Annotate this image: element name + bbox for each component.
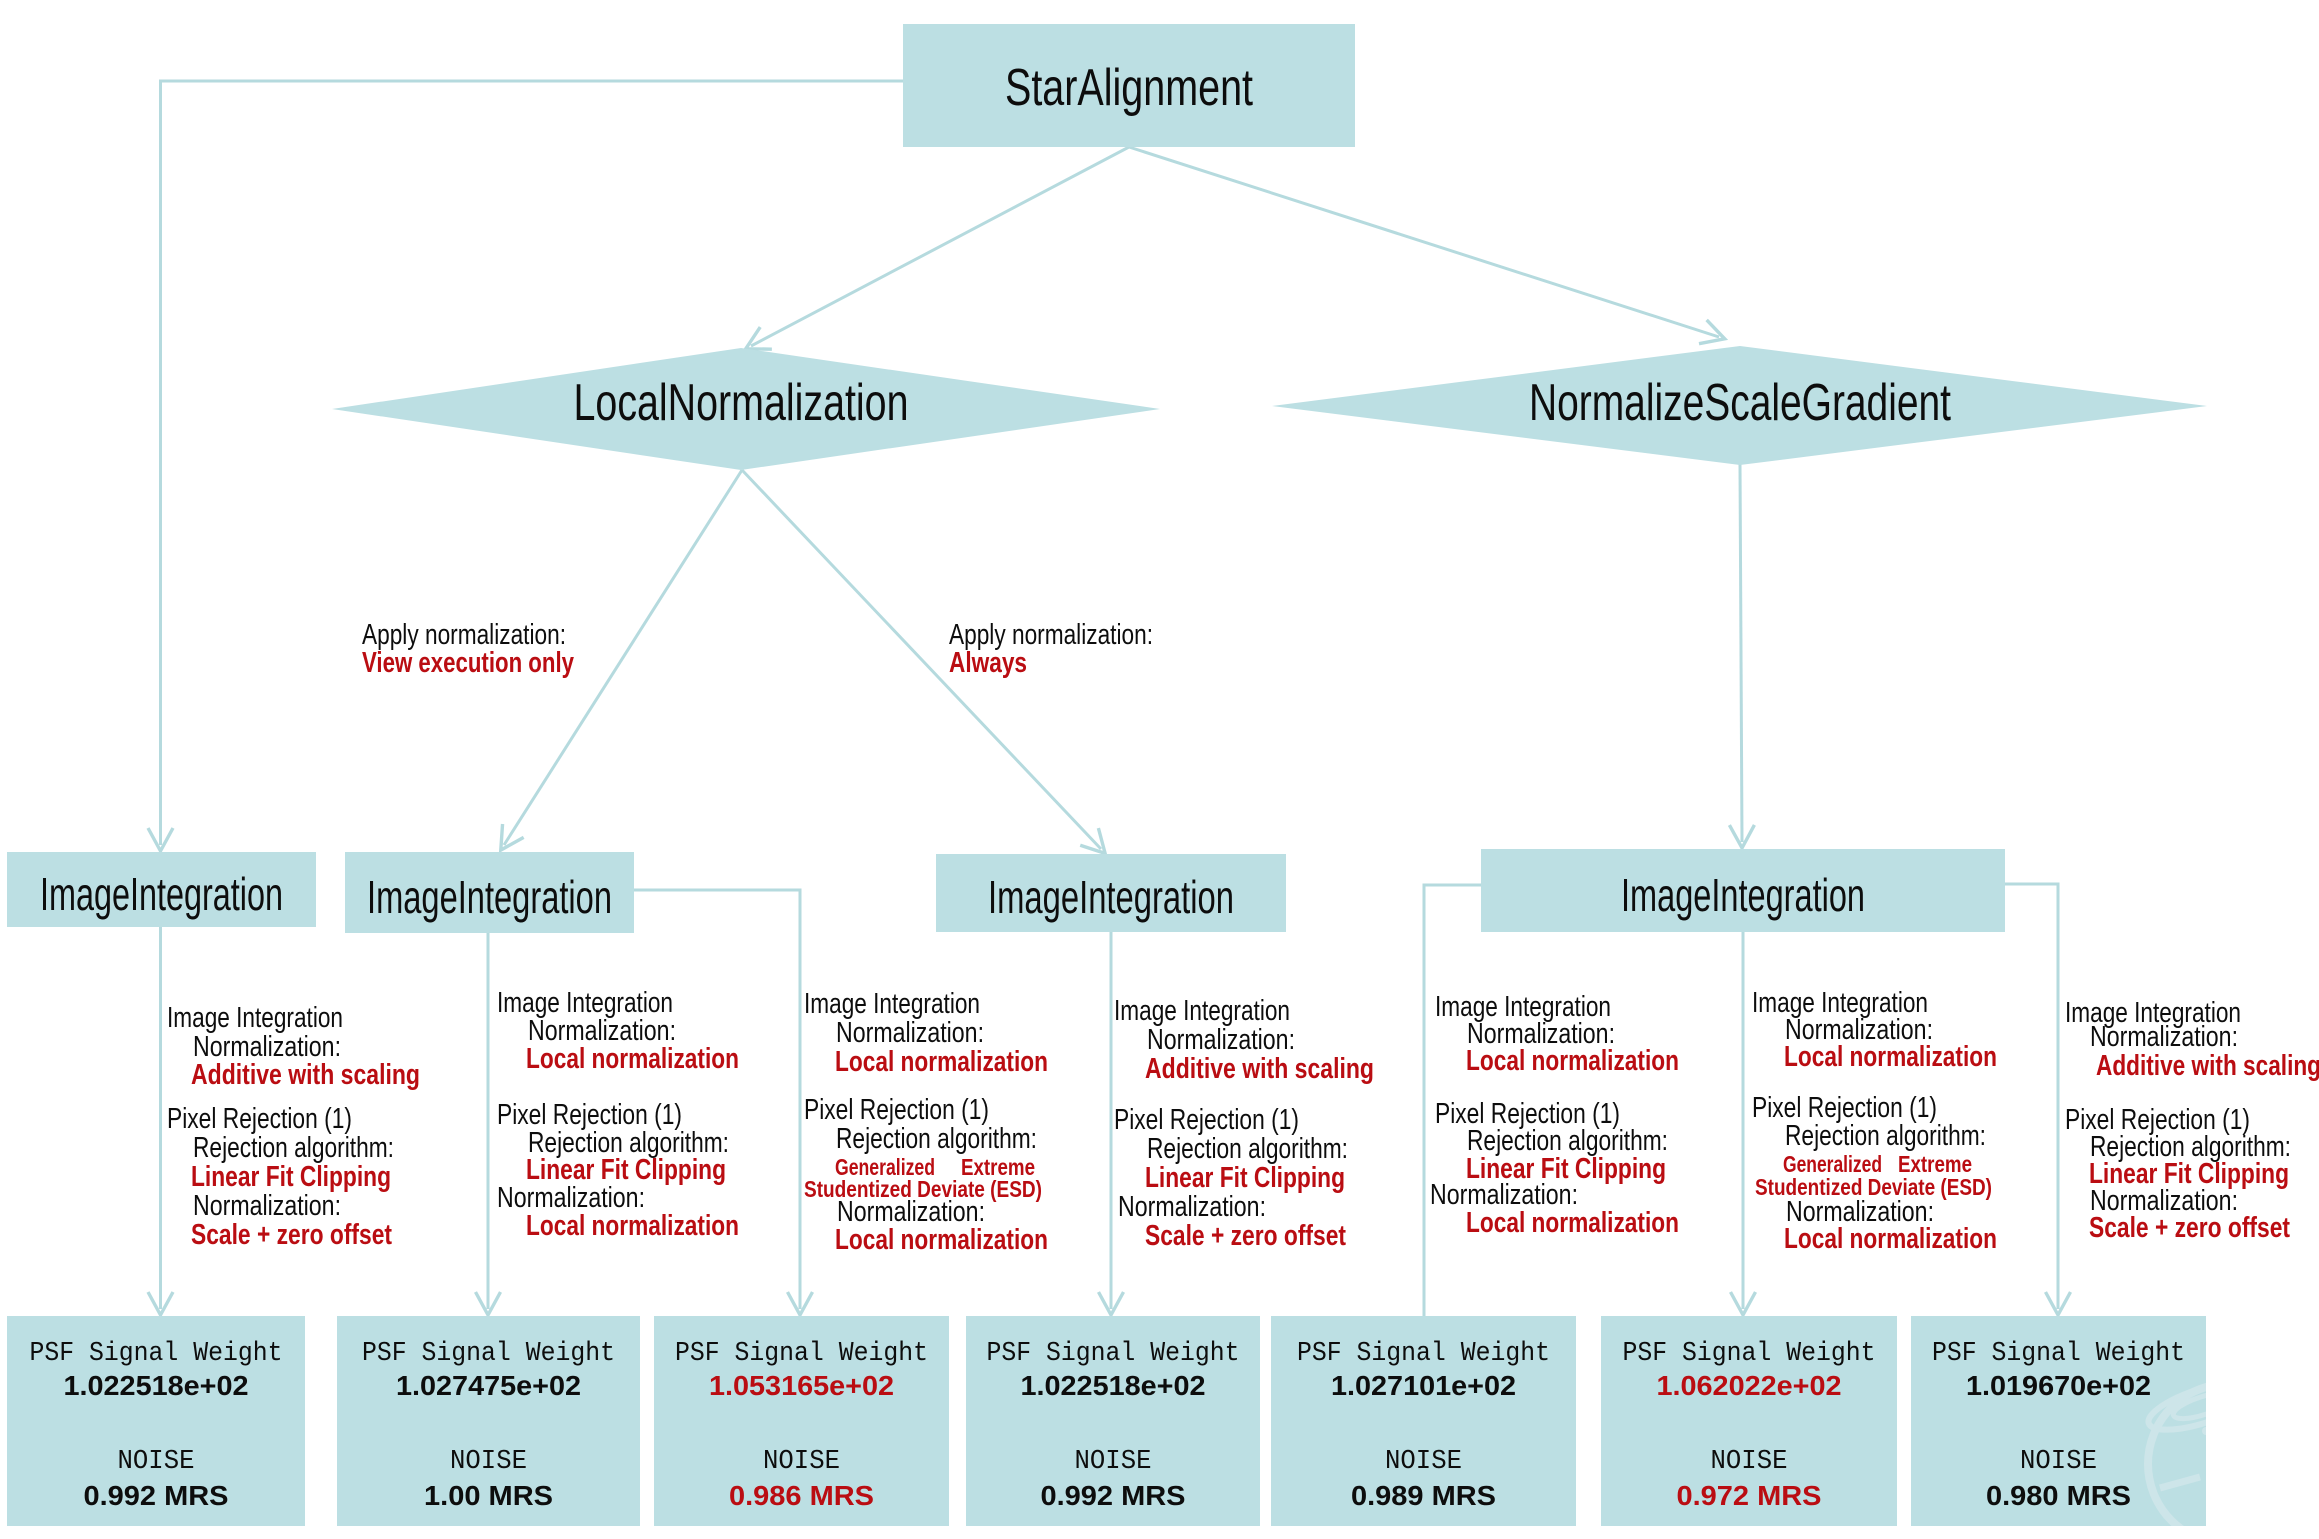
svg-text:Image Integration: Image Integration	[497, 987, 673, 1019]
svg-text:0.972 MRS: 0.972 MRS	[1677, 1480, 1822, 1511]
svg-text:StarAlignment: StarAlignment	[1005, 59, 1253, 117]
svg-text:Rejection algorithm:: Rejection algorithm:	[193, 1132, 394, 1164]
svg-text:1.053165e+02: 1.053165e+02	[709, 1370, 894, 1401]
svg-text:Local normalization: Local normalization	[1466, 1045, 1679, 1077]
svg-text:NOISE: NOISE	[763, 1447, 840, 1477]
svg-text:0.992 MRS: 0.992 MRS	[1041, 1480, 1186, 1511]
svg-text:Studentized Deviate (ESD): Studentized Deviate (ESD)	[804, 1176, 1042, 1202]
svg-text:PSF Signal Weight: PSF Signal Weight	[362, 1339, 615, 1369]
svg-text:Normalization:: Normalization:	[528, 1015, 676, 1047]
svg-text:Normalization:: Normalization:	[1786, 1196, 1934, 1228]
svg-text:Normalization:: Normalization:	[836, 1017, 984, 1049]
svg-text:Rejection algorithm:: Rejection algorithm:	[2090, 1131, 2291, 1163]
svg-text:Extreme: Extreme	[961, 1154, 1035, 1180]
svg-text:LocalNormalization: LocalNormalization	[574, 374, 909, 432]
svg-text:Scale + zero offset: Scale + zero offset	[2089, 1212, 2290, 1244]
svg-text:Local normalization: Local normalization	[526, 1043, 739, 1075]
svg-text:Pixel Rejection (1): Pixel Rejection (1)	[1435, 1098, 1620, 1130]
svg-text:1.027101e+02: 1.027101e+02	[1331, 1370, 1516, 1401]
svg-text:Rejection algorithm:: Rejection algorithm:	[1785, 1120, 1986, 1152]
svg-text:1.062022e+02: 1.062022e+02	[1657, 1370, 1842, 1401]
svg-text:Normalization:: Normalization:	[2090, 1185, 2238, 1217]
svg-text:Linear Fit Clipping: Linear Fit Clipping	[1466, 1153, 1666, 1185]
svg-text:Pixel Rejection (1): Pixel Rejection (1)	[497, 1099, 682, 1131]
svg-text:PSF Signal Weight: PSF Signal Weight	[1297, 1339, 1550, 1369]
svg-text:Local normalization: Local normalization	[1784, 1223, 1997, 1255]
svg-text:NOISE: NOISE	[1385, 1447, 1462, 1477]
svg-text:Studentized Deviate (ESD): Studentized Deviate (ESD)	[1755, 1174, 1992, 1200]
svg-text:View execution only: View execution only	[362, 647, 574, 679]
svg-text:Local normalization: Local normalization	[835, 1046, 1048, 1078]
svg-text:Normalization:: Normalization:	[1467, 1018, 1615, 1050]
svg-text:Pixel Rejection (1): Pixel Rejection (1)	[1752, 1092, 1937, 1124]
svg-text:1.022518e+02: 1.022518e+02	[64, 1370, 249, 1401]
svg-text:Local normalization: Local normalization	[835, 1224, 1048, 1256]
svg-text:Image Integration: Image Integration	[804, 988, 980, 1020]
svg-text:Normalization:: Normalization:	[1118, 1191, 1266, 1223]
svg-text:Normalization:: Normalization:	[193, 1190, 341, 1222]
svg-text:1.00 MRS: 1.00 MRS	[424, 1480, 553, 1511]
svg-text:PSF Signal Weight: PSF Signal Weight	[675, 1339, 928, 1369]
svg-text:ImageIntegration: ImageIntegration	[1621, 869, 1865, 921]
svg-text:ImageIntegration: ImageIntegration	[40, 868, 283, 920]
svg-text:Normalization:: Normalization:	[1785, 1014, 1933, 1046]
svg-text:Rejection algorithm:: Rejection algorithm:	[528, 1127, 729, 1159]
svg-text:Additive with scaling: Additive with scaling	[2096, 1050, 2319, 1082]
svg-text:Generalized: Generalized	[835, 1154, 935, 1180]
svg-text:Scale + zero offset: Scale + zero offset	[191, 1219, 392, 1251]
svg-text:Image Integration: Image Integration	[1435, 991, 1611, 1023]
svg-text:Rejection algorithm:: Rejection algorithm:	[836, 1123, 1037, 1155]
svg-text:NOISE: NOISE	[1711, 1447, 1788, 1477]
svg-text:Additive with scaling: Additive with scaling	[191, 1059, 420, 1091]
svg-text:Local normalization: Local normalization	[526, 1210, 739, 1242]
svg-text:NOISE: NOISE	[118, 1447, 195, 1477]
svg-text:PSF Signal Weight: PSF Signal Weight	[987, 1339, 1240, 1369]
svg-text:Pixel Rejection (1): Pixel Rejection (1)	[2065, 1104, 2250, 1136]
svg-text:Pixel Rejection (1): Pixel Rejection (1)	[804, 1094, 989, 1126]
svg-text:Normalization:: Normalization:	[193, 1031, 341, 1063]
svg-text:PSF Signal Weight: PSF Signal Weight	[1932, 1339, 2185, 1369]
svg-text:1.022518e+02: 1.022518e+02	[1021, 1370, 1206, 1401]
svg-text:Apply normalization:: Apply normalization:	[949, 619, 1153, 651]
svg-text:Normalization:: Normalization:	[837, 1196, 985, 1228]
svg-text:ImageIntegration: ImageIntegration	[367, 871, 612, 923]
svg-text:PSF Signal Weight: PSF Signal Weight	[1623, 1339, 1876, 1369]
svg-text:Linear Fit Clipping: Linear Fit Clipping	[191, 1161, 391, 1193]
svg-text:NormalizeScaleGradient: NormalizeScaleGradient	[1529, 374, 1951, 432]
svg-text:PSF Signal Weight: PSF Signal Weight	[30, 1339, 283, 1369]
svg-text:Generalized: Generalized	[1783, 1151, 1882, 1177]
svg-text:Normalization:: Normalization:	[1147, 1024, 1295, 1056]
svg-text:Normalization:: Normalization:	[2090, 1021, 2238, 1053]
svg-text:Linear Fit Clipping: Linear Fit Clipping	[1145, 1162, 1345, 1194]
svg-text:Always: Always	[949, 647, 1027, 679]
svg-text:Pixel Rejection (1): Pixel Rejection (1)	[1114, 1104, 1299, 1136]
svg-text:0.989 MRS: 0.989 MRS	[1351, 1480, 1496, 1511]
svg-text:NOISE: NOISE	[1075, 1447, 1152, 1477]
svg-text:1.019670e+02: 1.019670e+02	[1966, 1370, 2151, 1401]
svg-text:Local normalization: Local normalization	[1466, 1207, 1679, 1239]
svg-text:1.027475e+02: 1.027475e+02	[396, 1370, 581, 1401]
svg-text:Image Integration: Image Integration	[167, 1002, 343, 1034]
svg-text:Scale + zero offset: Scale + zero offset	[1145, 1220, 1346, 1252]
svg-text:Image Integration: Image Integration	[1114, 995, 1290, 1027]
svg-text:NOISE: NOISE	[2020, 1447, 2097, 1477]
svg-text:Local normalization: Local normalization	[1784, 1041, 1997, 1073]
svg-text:Image Integration: Image Integration	[1752, 987, 1928, 1019]
svg-text:Linear Fit Clipping: Linear Fit Clipping	[2089, 1158, 2289, 1190]
svg-text:NOISE: NOISE	[450, 1447, 527, 1477]
svg-text:0.992 MRS: 0.992 MRS	[84, 1480, 229, 1511]
svg-text:Pixel Rejection (1): Pixel Rejection (1)	[167, 1103, 352, 1135]
svg-text:Rejection algorithm:: Rejection algorithm:	[1147, 1133, 1348, 1165]
svg-text:Extreme: Extreme	[1898, 1151, 1972, 1177]
svg-text:Image Integration: Image Integration	[2065, 997, 2241, 1029]
svg-text:Normalization:: Normalization:	[497, 1182, 645, 1214]
svg-text:0.980 MRS: 0.980 MRS	[1986, 1480, 2131, 1511]
svg-text:ImageIntegration: ImageIntegration	[988, 871, 1234, 923]
svg-text:Additive with scaling: Additive with scaling	[1145, 1053, 1374, 1085]
svg-text:0.986 MRS: 0.986 MRS	[729, 1480, 874, 1511]
svg-text:Normalization:: Normalization:	[1430, 1179, 1578, 1211]
svg-text:Linear Fit Clipping: Linear Fit Clipping	[526, 1154, 726, 1186]
svg-text:Apply normalization:: Apply normalization:	[362, 619, 566, 651]
svg-text:Rejection algorithm:: Rejection algorithm:	[1467, 1125, 1668, 1157]
